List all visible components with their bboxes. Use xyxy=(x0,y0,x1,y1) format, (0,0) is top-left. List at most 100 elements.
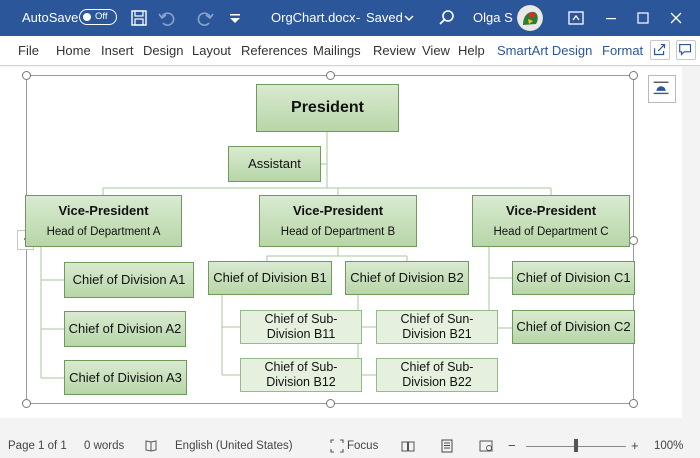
node-division-b1[interactable]: Chief of Division B1 xyxy=(208,261,332,295)
node-title: Vice-President xyxy=(505,203,597,218)
autosave-state: Off xyxy=(95,11,108,22)
autosave-label: AutoSave xyxy=(22,10,79,25)
node-label-line2: Division B21 xyxy=(402,327,472,341)
tab-mailings[interactable]: Mailings xyxy=(313,43,361,58)
save-icon[interactable] xyxy=(129,8,149,28)
focus-icon[interactable] xyxy=(330,439,344,453)
undo-icon[interactable] xyxy=(157,8,177,28)
node-subdivision-b11[interactable]: Chief of Sub- Division B11 xyxy=(240,310,362,344)
node-subdivision-b12[interactable]: Chief of Sub- Division B12 xyxy=(240,358,362,392)
node-label-line2: Division B12 xyxy=(266,375,336,389)
node-vp-a[interactable]: Vice-President Head of Department A xyxy=(25,195,182,247)
node-subdivision-b21[interactable]: Chief of Sun- Division B21 xyxy=(376,310,498,344)
node-division-a1[interactable]: Chief of Division A1 xyxy=(64,262,194,298)
tab-help[interactable]: Help xyxy=(458,43,485,58)
node-vp-c[interactable]: Vice-President Head of Department C xyxy=(472,195,630,247)
language[interactable]: English (United States) xyxy=(175,440,293,452)
share-icon xyxy=(654,44,666,56)
search-icon[interactable] xyxy=(437,8,457,28)
avatar-image xyxy=(517,5,543,31)
node-division-a3[interactable]: Chief of Division A3 xyxy=(64,360,187,395)
node-label: Chief of Division B1 xyxy=(213,270,327,285)
avatar[interactable] xyxy=(517,5,543,31)
print-layout-icon[interactable] xyxy=(440,439,454,453)
node-division-b2[interactable]: Chief of Division B2 xyxy=(345,261,469,295)
tab-format[interactable]: Format xyxy=(602,43,644,58)
node-label-line1: Chief of Sub- xyxy=(264,312,338,326)
tab-references[interactable]: References xyxy=(241,43,308,58)
redo-icon[interactable] xyxy=(195,8,215,28)
node-subdivision-b22[interactable]: Chief of Sub- Division B22 xyxy=(376,358,498,392)
maximize-icon[interactable] xyxy=(633,8,653,28)
resize-handle-top-left[interactable] xyxy=(22,71,31,80)
chevron-down-icon[interactable] xyxy=(399,8,419,28)
node-vp-b[interactable]: Vice-President Head of Department B xyxy=(259,195,417,247)
document-title: OrgChart.docx xyxy=(271,10,356,25)
comments-button[interactable] xyxy=(676,40,696,60)
zoom-in-button[interactable]: + xyxy=(631,438,639,453)
node-label: Chief of Division A1 xyxy=(72,272,186,287)
ribbon-tab-bar: File Home Insert Design Layout Reference… xyxy=(0,36,700,66)
zoom-level[interactable]: 100% xyxy=(654,440,684,452)
minimize-icon[interactable] xyxy=(601,8,621,28)
tab-home[interactable]: Home xyxy=(56,43,91,58)
zoom-slider-thumb[interactable] xyxy=(574,439,578,452)
share-button[interactable] xyxy=(650,40,670,60)
node-division-a2[interactable]: Chief of Division A2 xyxy=(64,311,186,347)
dash-separator: - xyxy=(356,10,361,25)
node-subtitle: Head of Department B xyxy=(280,226,396,238)
resize-handle-top[interactable] xyxy=(326,71,335,80)
save-status[interactable]: Saved xyxy=(366,10,403,25)
tab-layout[interactable]: Layout xyxy=(192,43,232,58)
node-label-line2: Division B11 xyxy=(266,327,336,341)
focus-button[interactable]: Focus xyxy=(347,440,379,452)
node-division-c2[interactable]: Chief of Division C2 xyxy=(512,310,635,344)
node-label: Chief of Division C2 xyxy=(516,319,631,334)
page-count[interactable]: Page 1 of 1 xyxy=(8,440,67,452)
user-name[interactable]: Olga S xyxy=(473,10,513,25)
tab-smartart-design[interactable]: SmartArt Design xyxy=(497,43,593,58)
layout-options-button[interactable] xyxy=(648,75,676,103)
tab-design[interactable]: Design xyxy=(143,43,184,58)
node-label-line1: Chief of Sub- xyxy=(264,360,338,374)
resize-handle-bottom[interactable] xyxy=(326,399,335,408)
word-count[interactable]: 0 words xyxy=(84,440,125,452)
tab-view[interactable]: View xyxy=(422,43,450,58)
node-label: Chief of Division C1 xyxy=(516,270,631,285)
comments-icon xyxy=(679,44,692,56)
title-bar: AutoSave Off OrgChart.docx - Saved Olga … xyxy=(0,0,700,36)
tab-review[interactable]: Review xyxy=(373,43,416,58)
node-label: Chief of Division A2 xyxy=(68,321,182,336)
resize-handle-bottom-left[interactable] xyxy=(22,399,31,408)
node-label: Assistant xyxy=(248,156,301,171)
web-layout-icon[interactable] xyxy=(479,439,493,453)
layout-options-icon xyxy=(653,81,669,95)
node-division-c1[interactable]: Chief of Division C1 xyxy=(512,261,635,295)
tab-file[interactable]: File xyxy=(18,43,39,58)
ribbon-display-icon[interactable] xyxy=(566,8,586,28)
node-label: Chief of Division B2 xyxy=(350,270,464,285)
zoom-out-button[interactable]: − xyxy=(508,438,516,453)
resize-handle-top-right[interactable] xyxy=(629,71,638,80)
node-label-line1: Chief of Sun- xyxy=(400,312,474,326)
close-icon[interactable] xyxy=(666,8,686,28)
node-label: President xyxy=(291,99,364,116)
customize-icon[interactable] xyxy=(225,8,245,28)
node-label: Chief of Division A3 xyxy=(69,369,182,385)
vertical-scrollbar[interactable] xyxy=(682,67,700,418)
node-label-line2: Division B22 xyxy=(402,375,472,389)
toggle-knob xyxy=(83,12,91,21)
read-mode-icon[interactable] xyxy=(401,439,415,453)
proofing-icon[interactable] xyxy=(144,439,158,453)
node-subtitle: Head of Department C xyxy=(493,226,609,238)
node-assistant[interactable]: Assistant xyxy=(228,146,321,182)
node-title: Vice-President xyxy=(58,203,149,218)
node-subtitle: Head of Department A xyxy=(46,226,161,238)
node-title: Vice-President xyxy=(292,203,384,218)
resize-handle-bottom-right[interactable] xyxy=(629,399,638,408)
autosave-toggle[interactable]: Off xyxy=(79,9,117,25)
node-label-line1: Chief of Sub- xyxy=(400,360,474,374)
node-president[interactable]: President xyxy=(256,84,399,132)
resize-handle-right[interactable] xyxy=(629,236,638,245)
tab-insert[interactable]: Insert xyxy=(101,43,134,58)
